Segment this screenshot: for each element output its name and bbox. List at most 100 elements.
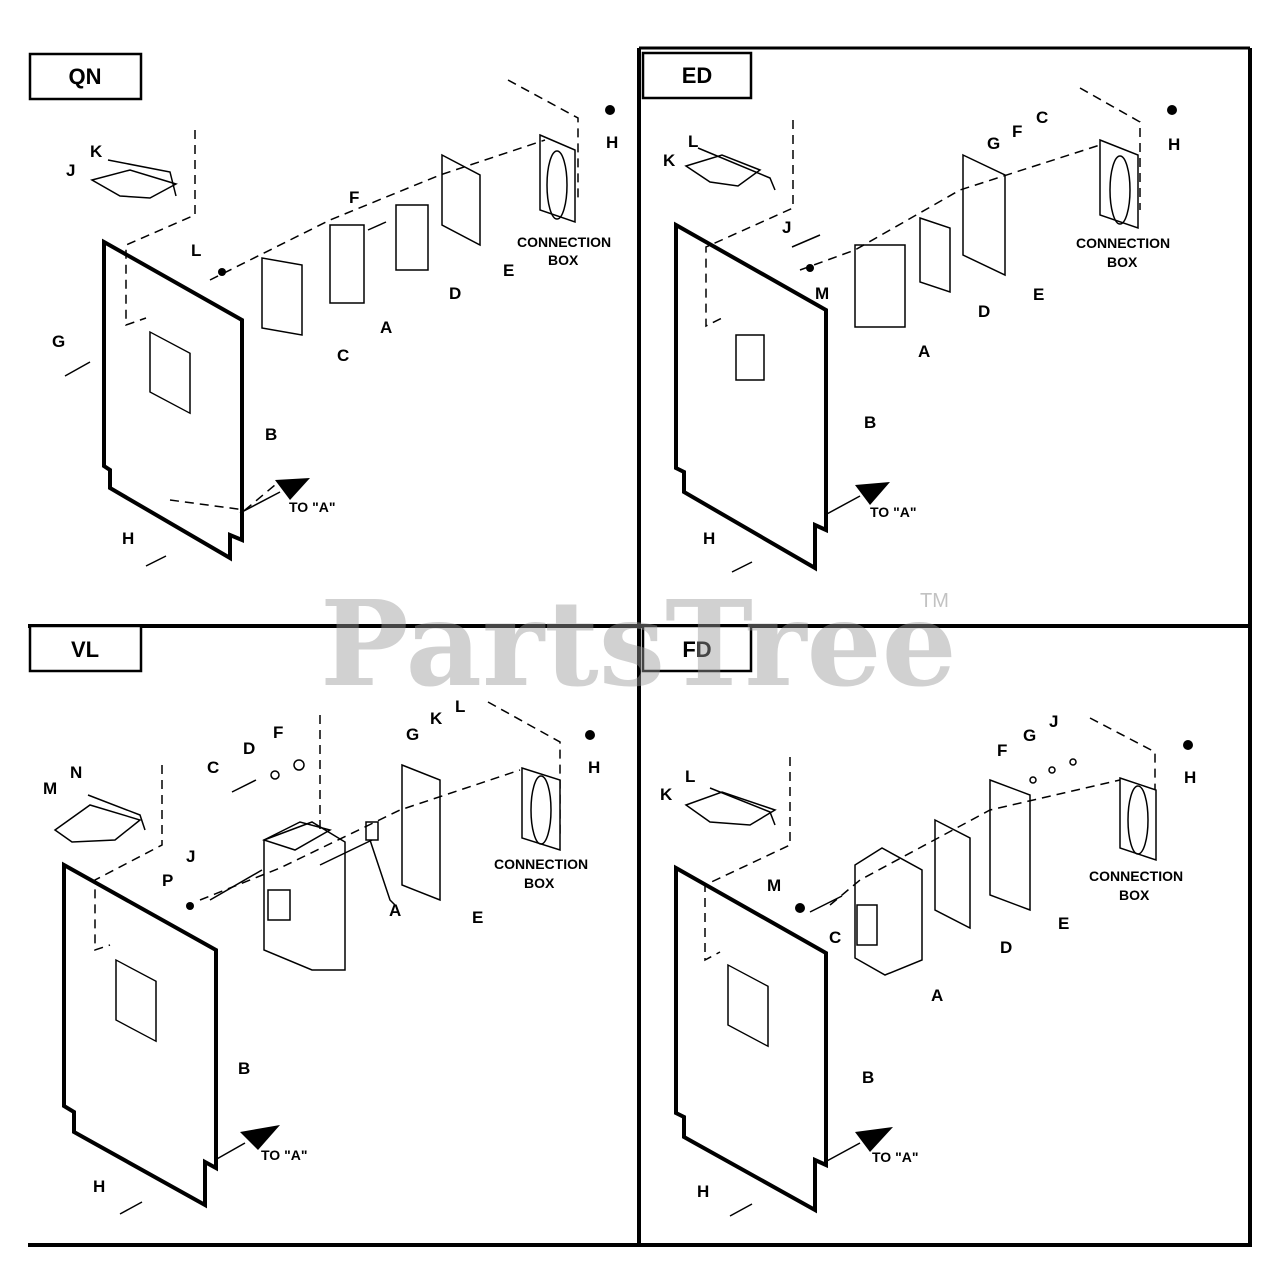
bracket-kl (684, 791, 777, 826)
callout-label: A (389, 901, 401, 920)
callout-label: J (782, 218, 791, 237)
cover-plate (674, 864, 828, 1214)
callout-label: K (663, 151, 676, 170)
callout-label: L (688, 132, 698, 151)
connection-box-label: CONNECTION (517, 234, 611, 250)
callout-label: K (90, 142, 103, 161)
callout-label: F (997, 741, 1007, 760)
panel-tag: QN (69, 64, 102, 89)
callout-label: A (380, 318, 392, 337)
callout-label: H (703, 529, 715, 548)
callout-label: M (767, 876, 781, 895)
callout-label: L (191, 241, 201, 260)
callout-label: K (430, 709, 443, 728)
connection-box-fd (1119, 776, 1157, 862)
callout-label: H (1168, 135, 1180, 154)
panel-qn: QN K J L G B H C (28, 52, 618, 567)
callout-label: F (273, 723, 283, 742)
arrow-label: TO "A" (289, 499, 335, 515)
part-a (329, 224, 365, 304)
callout-label: H (588, 758, 600, 777)
panel-tag-box (641, 624, 753, 673)
callout-label: F (1012, 122, 1022, 141)
callout-label: P (162, 871, 173, 890)
connection-box-label: BOX (524, 875, 555, 891)
callout-label: N (70, 763, 82, 782)
bracket-kl (684, 154, 762, 187)
callout-label: VL (71, 637, 99, 662)
callout-label: M (43, 779, 57, 798)
callout-label: L (685, 767, 695, 786)
part-a (854, 244, 906, 328)
callout-label: H (1184, 768, 1196, 787)
callout-label: D (243, 739, 255, 758)
bracket-mn (53, 804, 142, 843)
watermark-text: TM (920, 590, 949, 612)
frame (28, 46, 1252, 1247)
part-e (441, 153, 481, 247)
callout-label: D (978, 302, 990, 321)
connection-box-vl (521, 766, 561, 852)
callout-label: C (829, 928, 841, 947)
part-d (395, 204, 429, 271)
callout-label: C (337, 346, 349, 365)
watermark-text: PartsTree (320, 574, 957, 713)
part-d (919, 216, 951, 294)
callout-label: H (697, 1182, 709, 1201)
panel-tag-box (641, 51, 753, 100)
part-e (962, 153, 1006, 277)
cover-plate (102, 238, 244, 562)
callout-label: M (815, 284, 829, 303)
callout-label: B (862, 1068, 874, 1087)
watermark: PartsTree TM (320, 574, 957, 713)
callout-label: E (1058, 914, 1069, 933)
arrow-label: TO "A" (870, 504, 916, 520)
callout-label: G (987, 134, 1000, 153)
connection-box-label: BOX (1107, 254, 1138, 270)
callout-label: D (1000, 938, 1012, 957)
panel-fd: FD L K M C A D F G J E H B H (641, 624, 1196, 1217)
callout-label: K (660, 785, 673, 804)
callout-label: E (472, 908, 483, 927)
callout-label: E (503, 261, 514, 280)
panel-ed: ED L K J M A B H D G F C E H CONNECTION … (641, 51, 1180, 573)
callout-label: F (349, 188, 359, 207)
cover-plate (62, 861, 218, 1209)
connection-box-label: BOX (548, 252, 579, 268)
callout-label: C (207, 758, 219, 777)
callout-label: D (449, 284, 461, 303)
panel-tag-box (28, 52, 143, 101)
arrow-label: TO "A" (261, 1147, 307, 1163)
bracket-jk (90, 169, 178, 199)
callout-label: J (1049, 712, 1058, 731)
callout-label: E (1033, 285, 1044, 304)
part-c (261, 257, 303, 336)
arrow-label: TO "A" (872, 1149, 918, 1165)
callout-label: FD (682, 637, 711, 662)
callout-label: H (93, 1177, 105, 1196)
connection-box-label: BOX (1119, 887, 1150, 903)
panel-vl: VL M N P J C D F A G (28, 624, 600, 1215)
connection-box-ed (1099, 138, 1139, 230)
callout-label: J (186, 847, 195, 866)
part-e (989, 778, 1031, 912)
callout-label: B (864, 413, 876, 432)
connection-box-label: CONNECTION (1076, 235, 1170, 251)
callout-label: B (265, 425, 277, 444)
callout-label: B (238, 1059, 250, 1078)
callout-label: G (406, 725, 419, 744)
part-e (401, 763, 441, 902)
callout-label: A (918, 342, 930, 361)
connection-box-label: CONNECTION (1089, 868, 1183, 884)
callout-label: L (455, 697, 465, 716)
connection-box-qn (539, 133, 576, 224)
cover-plate (674, 221, 828, 572)
callout-label: G (52, 332, 65, 351)
part-d (934, 818, 971, 930)
part-a (263, 821, 346, 971)
callout-label: ED (682, 63, 713, 88)
callout-label: G (1023, 726, 1036, 745)
callout-label: A (931, 986, 943, 1005)
callout-label: C (1036, 108, 1048, 127)
